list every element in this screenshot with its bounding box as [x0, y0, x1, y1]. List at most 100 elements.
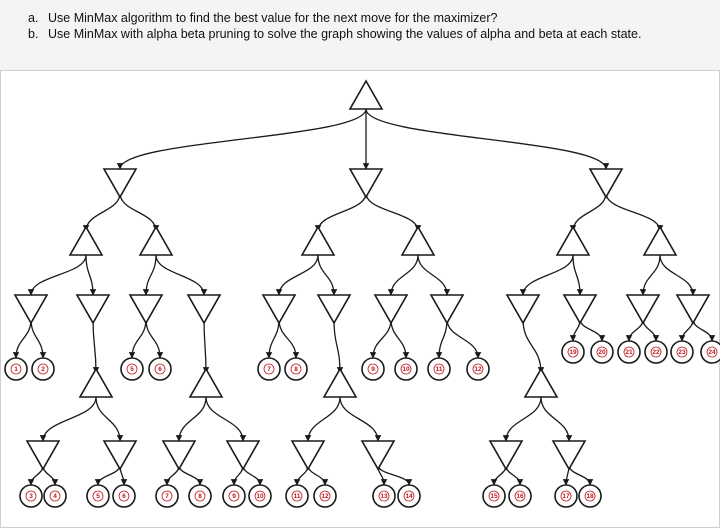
- tree-edge: [659, 254, 697, 296]
- leaf-value-ring: [25, 490, 37, 502]
- tree-edge: [30, 318, 47, 359]
- leaf-value-ring: [154, 363, 166, 375]
- tree-edge: [505, 464, 524, 486]
- max-node: [78, 367, 114, 398]
- tree-edge: [692, 318, 716, 342]
- min-node: [551, 440, 587, 471]
- tree-edge: [639, 254, 661, 296]
- leaf-value-ring: [706, 346, 718, 358]
- leaf-value-ring: [488, 490, 500, 502]
- leaf-value-ring: [514, 490, 526, 502]
- tree-edge: [27, 464, 44, 486]
- max-node: [300, 225, 336, 256]
- tree-edge: [519, 254, 574, 296]
- tree-edge: [369, 318, 392, 359]
- leaf-node: 21: [617, 340, 641, 364]
- leaf-node: 8: [188, 484, 212, 508]
- leaf-value-ring: [596, 346, 608, 358]
- max-node: [400, 225, 436, 256]
- tree-edge: [365, 108, 610, 170]
- question-a-text: Use MinMax algorithm to find the best va…: [48, 11, 498, 25]
- max-node: [138, 225, 174, 256]
- tree-edge: [579, 318, 606, 342]
- leaf-value-ring: [433, 363, 445, 375]
- min-node: [102, 440, 138, 471]
- tree-edge: [94, 464, 121, 486]
- leaf-value: 8: [294, 366, 298, 373]
- leaf-value: 9: [232, 493, 236, 500]
- tree-edge: [333, 318, 344, 374]
- max-node: [348, 79, 384, 110]
- leaf-node: 22: [644, 340, 668, 364]
- tree-edge: [39, 396, 97, 442]
- question-b-text: Use MinMax with alpha beta pruning to so…: [48, 27, 642, 41]
- tree-edge: [205, 396, 247, 442]
- tree-edge: [142, 254, 157, 296]
- leaf-value: 2: [41, 366, 45, 373]
- tree-edge: [85, 254, 97, 296]
- leaf-value-ring: [291, 490, 303, 502]
- leaf-value-ring: [10, 363, 22, 375]
- tree-edge: [365, 192, 422, 232]
- min-node: [261, 294, 297, 325]
- leaf-node: 6: [148, 357, 172, 381]
- tree-edge: [92, 318, 100, 374]
- leaf-value: 9: [371, 366, 375, 373]
- min-node: [675, 294, 711, 325]
- min-node: [186, 294, 222, 325]
- max-node: [68, 225, 104, 256]
- tree-edge: [568, 464, 594, 486]
- tree-edge: [278, 318, 300, 359]
- min-node: [128, 294, 164, 325]
- leaf-value-ring: [49, 490, 61, 502]
- leaf-node: 10: [248, 484, 272, 508]
- tree-edge: [605, 192, 664, 232]
- tree-edge: [175, 396, 207, 442]
- leaf-value: 4: [53, 493, 57, 500]
- leaf-value-ring: [676, 346, 688, 358]
- min-node: [102, 168, 138, 199]
- leaf-node: 12: [466, 357, 490, 381]
- leaf-value: 12: [321, 493, 329, 500]
- leaf-value-ring: [254, 490, 266, 502]
- min-node: [348, 168, 384, 199]
- leaf-value: 15: [490, 493, 498, 500]
- leaf-node: 24: [700, 340, 720, 364]
- min-node: [625, 294, 661, 325]
- leaf-value: 20: [598, 349, 606, 356]
- leaf-value-ring: [290, 363, 302, 375]
- question-b: b. Use MinMax with alpha beta pruning to…: [28, 26, 708, 42]
- question-list: a. Use MinMax algorithm to find the best…: [28, 10, 708, 42]
- leaf-node: 8: [284, 357, 308, 381]
- min-node: [316, 294, 352, 325]
- max-node: [188, 367, 224, 398]
- leaf-value-ring: [367, 363, 379, 375]
- leaf-value-ring: [161, 490, 173, 502]
- question-a: a. Use MinMax algorithm to find the best…: [28, 10, 708, 26]
- leaf-value: 21: [625, 349, 633, 356]
- tree-edge: [202, 318, 210, 374]
- leaf-node: 7: [257, 357, 281, 381]
- tree-edge: [314, 192, 367, 232]
- tree-edge: [242, 464, 264, 486]
- tree-edge: [119, 192, 160, 232]
- min-node: [588, 168, 624, 199]
- leaf-value: 10: [402, 366, 410, 373]
- leaf-value-ring: [567, 346, 579, 358]
- tree-edge: [82, 192, 121, 232]
- leaf-node: 23: [670, 340, 694, 364]
- leaf-value-ring: [194, 490, 206, 502]
- leaf-value-ring: [650, 346, 662, 358]
- leaf-value-ring: [403, 490, 415, 502]
- leaf-value: 12: [474, 366, 482, 373]
- leaf-node: 16: [508, 484, 532, 508]
- min-node: [225, 440, 261, 471]
- tree-edge: [502, 396, 542, 442]
- leaf-value: 11: [436, 366, 443, 373]
- tree-edge: [304, 396, 341, 442]
- tree-edge: [42, 464, 59, 486]
- tree-edge: [390, 318, 410, 359]
- min-node: [290, 440, 326, 471]
- leaf-value: 18: [586, 493, 594, 500]
